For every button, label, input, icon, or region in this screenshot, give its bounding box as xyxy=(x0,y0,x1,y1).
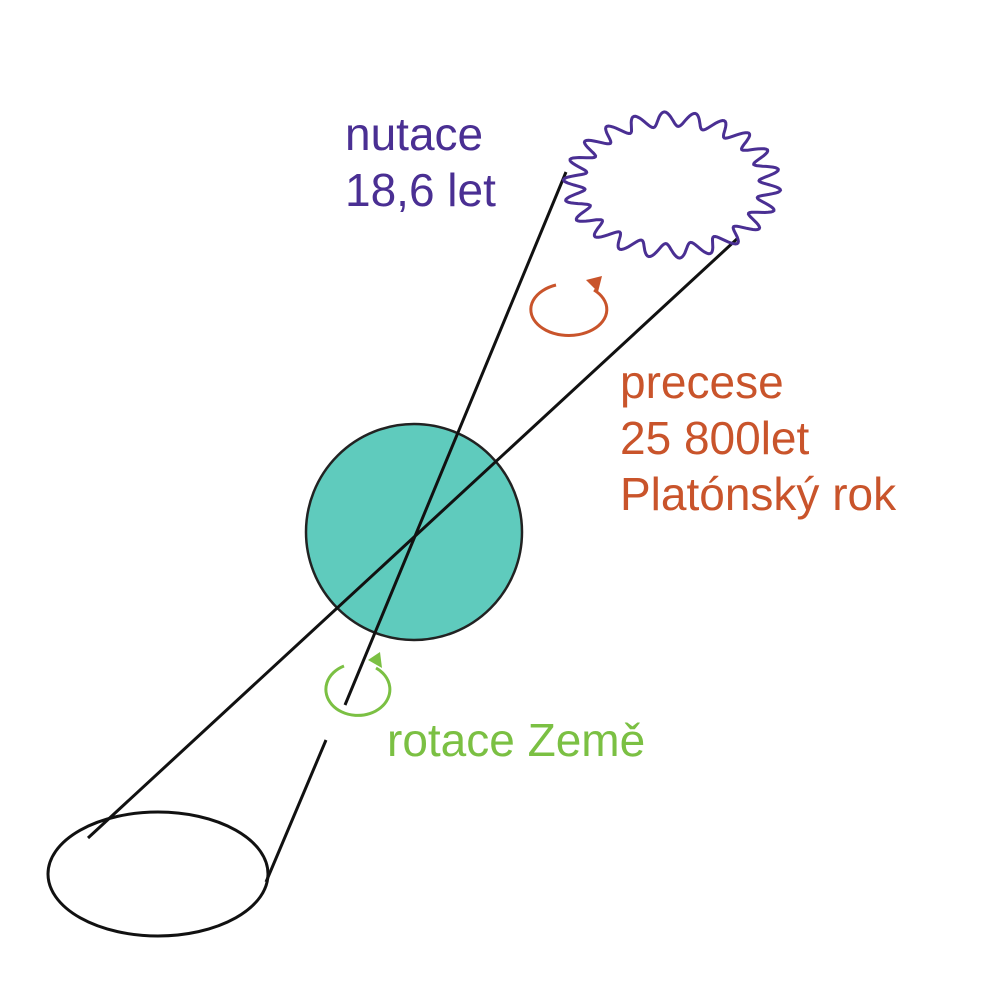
precession-cone-line-lower xyxy=(343,171,568,706)
precession-name: precese xyxy=(620,356,784,408)
rotation-label: rotace Země xyxy=(387,712,645,768)
precession-arrow-arc xyxy=(529,283,609,337)
precession-arrow-head xyxy=(586,276,602,292)
circular-arrow-icon xyxy=(324,652,392,717)
circular-arrow-icon xyxy=(529,276,609,337)
rotation-arrow-arc xyxy=(324,664,392,717)
precession-alias: Platónský rok xyxy=(620,468,897,520)
rotation-arrow-head xyxy=(368,652,382,668)
nutation-period: 18,6 let xyxy=(345,164,496,216)
nutation-label: nutace 18,6 let xyxy=(345,106,496,218)
precession-label: precese 25 800let Platónský rok xyxy=(620,354,896,522)
precession-period: 25 800let xyxy=(620,412,810,464)
rotation-name: rotace Země xyxy=(387,714,646,766)
wavy-circle-icon xyxy=(561,110,783,260)
precession-cone-base xyxy=(46,810,270,938)
nutation-name: nutace xyxy=(345,108,484,160)
rotation-axis-lower-segment xyxy=(264,739,328,883)
